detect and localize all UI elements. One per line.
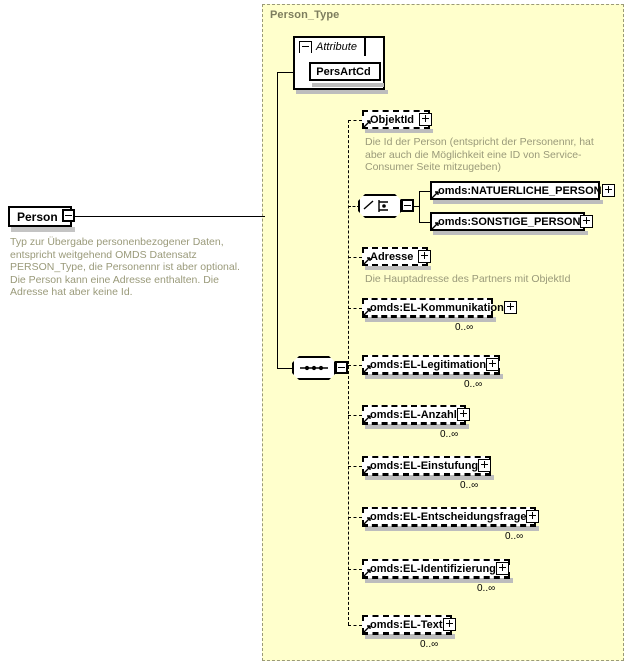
el-identifizierung-multiplicity: 0..∞ — [477, 583, 496, 594]
el-anzahl-multiplicity: 0..∞ — [440, 429, 459, 440]
connector-el-identifizierung — [348, 569, 362, 570]
objektid-expand-icon[interactable] — [419, 113, 433, 126]
element-el-identifizierung-label: omds:EL-Identifizierung — [370, 562, 496, 575]
sequence-glyph — [300, 365, 328, 371]
el-legitimation-shadow — [365, 374, 503, 379]
element-adresse-label: Adresse — [370, 250, 414, 263]
element-el-legitimation[interactable]: omds:EL-Legitimation — [362, 355, 500, 374]
element-adresse[interactable]: Adresse — [362, 247, 432, 266]
el-kommunikation-expand-icon[interactable] — [503, 301, 517, 314]
persartcd-shadow — [312, 83, 384, 87]
element-objektid-label: ObjektId — [370, 113, 415, 126]
sonstige-person-shadow — [433, 231, 588, 235]
attribute-persartcd-label: PersArtCd — [316, 65, 371, 78]
connector-children-spine — [348, 120, 349, 625]
sequence-octagon — [292, 356, 336, 380]
element-el-einstufung-label: omds:EL-Einstufung — [370, 459, 479, 472]
sonstige-person-expand-icon[interactable] — [580, 215, 594, 228]
element-el-einstufung[interactable]: omds:EL-Einstufung — [362, 456, 492, 475]
connector-choice — [348, 206, 360, 207]
el-text-expand-icon[interactable] — [442, 618, 456, 631]
connector-el-entscheidungsfrage — [348, 517, 362, 518]
person-root-label: Person — [17, 209, 58, 224]
element-el-anzahl[interactable]: omds:EL-Anzahl — [362, 405, 470, 424]
choice-collapse-icon[interactable] — [401, 199, 414, 212]
el-einstufung-expand-icon[interactable] — [478, 459, 492, 472]
element-objektid[interactable]: ObjektId — [362, 110, 433, 129]
natuerliche-person-shadow — [433, 200, 603, 204]
person-annotation: Typ zur Übergabe personenbezogener Daten… — [10, 236, 240, 299]
element-el-legitimation-label: omds:EL-Legitimation — [370, 358, 487, 371]
person-root-box[interactable]: Person — [8, 206, 72, 227]
choice-octagon — [358, 194, 402, 218]
element-el-anzahl-label: omds:EL-Anzahl — [370, 408, 457, 421]
el-anzahl-expand-icon[interactable] — [456, 408, 470, 421]
element-natuerliche-person-label: omds:NATUERLICHE_PERSON — [438, 184, 602, 197]
el-einstufung-multiplicity: 0..∞ — [460, 480, 479, 491]
attribute-group-tab[interactable]: Attribute — [293, 36, 366, 56]
el-text-multiplicity: 0..∞ — [420, 639, 439, 650]
choice-glyph — [363, 200, 388, 212]
el-identifizierung-expand-icon[interactable] — [495, 562, 509, 575]
connector-el-legitimation — [348, 365, 362, 366]
element-el-text-label: omds:EL-Text — [370, 618, 443, 631]
connector-choice-option2 — [419, 222, 430, 223]
person-type-container — [262, 4, 624, 661]
connector-sequence-branch — [277, 368, 294, 369]
attribute-group-label: Attribute — [316, 41, 357, 53]
connector-el-einstufung — [348, 466, 362, 467]
connector-choice-option1 — [419, 191, 430, 192]
attribute-persartcd[interactable]: PersArtCd — [309, 62, 381, 81]
choice-compositor[interactable] — [358, 194, 417, 221]
objektid-shadow — [365, 129, 433, 133]
el-einstufung-shadow — [365, 475, 494, 480]
element-el-entscheidungsfrage[interactable]: omds:EL-Entscheidungsfrage — [362, 507, 540, 526]
el-kommunikation-multiplicity: 0..∞ — [455, 322, 474, 333]
connector-root-trunk — [75, 216, 265, 217]
el-entscheidungsfrage-multiplicity: 0..∞ — [505, 531, 524, 542]
natuerliche-person-expand-icon[interactable] — [601, 184, 615, 197]
person-collapse-icon[interactable] — [62, 209, 75, 222]
attribute-collapse-icon[interactable] — [299, 40, 312, 54]
element-el-kommunikation[interactable]: omds:EL-Kommunikation — [362, 298, 517, 317]
person-box-shadow — [11, 227, 75, 232]
element-el-kommunikation-label: omds:EL-Kommunikation — [370, 301, 504, 314]
connector-choice-stub — [414, 206, 420, 207]
element-sonstige-person-label: omds:SONSTIGE_PERSON — [438, 215, 581, 228]
adresse-shadow — [365, 266, 431, 270]
el-text-shadow — [365, 634, 455, 639]
connector-objektid — [348, 120, 362, 121]
el-identifizierung-shadow — [365, 578, 513, 583]
objektid-annotation: Die Id der Person (entspricht der Person… — [365, 136, 594, 173]
sequence-compositor[interactable] — [292, 356, 351, 383]
person-type-label: Person_Type — [270, 9, 340, 21]
element-el-entscheidungsfrage-label: omds:EL-Entscheidungsfrage — [370, 510, 527, 523]
el-entscheidungsfrage-shadow — [365, 526, 539, 531]
attribute-box-shadow — [296, 90, 388, 94]
connector-el-text — [348, 625, 362, 626]
connector-adresse — [348, 257, 362, 258]
el-anzahl-shadow — [365, 424, 469, 429]
el-legitimation-expand-icon[interactable] — [486, 358, 500, 371]
el-kommunikation-shadow — [365, 317, 496, 322]
connector-main-vertical — [277, 72, 278, 368]
adresse-expand-icon[interactable] — [418, 250, 432, 263]
element-el-text[interactable]: omds:EL-Text — [362, 615, 456, 634]
connector-el-kommunikation — [348, 308, 362, 309]
connector-attribute-branch — [277, 72, 294, 73]
attribute-tab-seam — [295, 53, 364, 57]
element-el-identifizierung[interactable]: omds:EL-Identifizierung — [362, 559, 510, 578]
connector-el-anzahl — [348, 415, 362, 416]
sequence-collapse-icon[interactable] — [335, 361, 348, 374]
adresse-annotation: Die Hauptadresse des Partners mit Objekt… — [365, 273, 571, 285]
el-legitimation-multiplicity: 0..∞ — [464, 379, 483, 390]
element-natuerliche-person[interactable]: omds:NATUERLICHE_PERSON — [430, 181, 615, 200]
el-entscheidungsfrage-expand-icon[interactable] — [526, 510, 540, 523]
element-sonstige-person[interactable]: omds:SONSTIGE_PERSON — [430, 212, 594, 231]
